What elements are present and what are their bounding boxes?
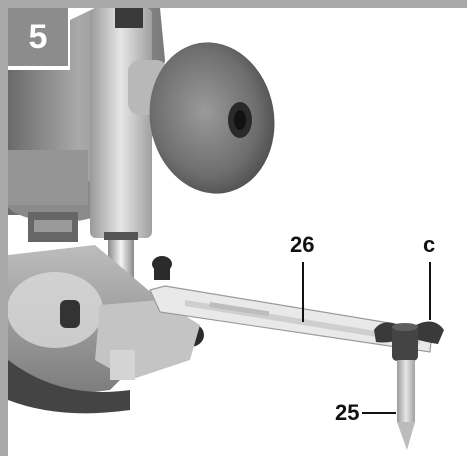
router-photo <box>8 8 444 450</box>
callout-25: 25 <box>335 400 360 425</box>
callout-c: c <box>423 232 436 257</box>
centering-pin <box>397 360 415 422</box>
handle-knob <box>149 42 275 194</box>
callout-26: 26 <box>290 232 315 257</box>
router-column <box>90 8 152 238</box>
wing-knob <box>374 321 444 361</box>
step-number-badge: 5 <box>8 8 68 66</box>
